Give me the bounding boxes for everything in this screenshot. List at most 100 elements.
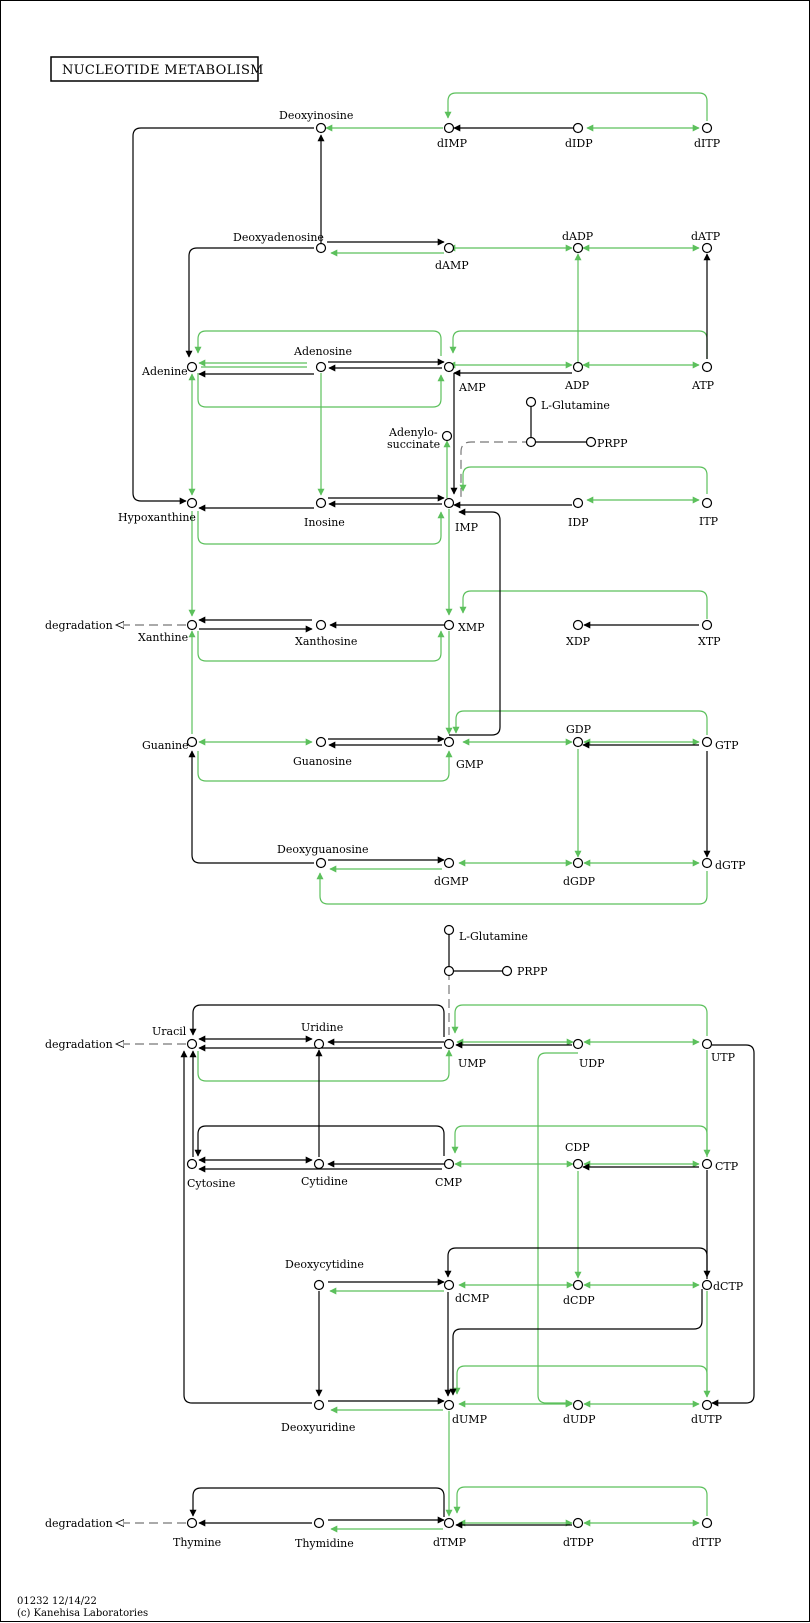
- label-degradation-1[interactable]: degradation: [45, 619, 113, 632]
- compound-xtp[interactable]: [701, 619, 713, 631]
- compound-guanosine[interactable]: [315, 736, 327, 748]
- compound-cytidine[interactable]: [313, 1158, 325, 1170]
- compound-deoxyguanosine[interactable]: [315, 857, 327, 869]
- label-uracil[interactable]: Uracil: [152, 1025, 187, 1038]
- compound-xdp[interactable]: [572, 619, 584, 631]
- label-guanine[interactable]: Guanine: [142, 739, 189, 752]
- compound-dimp[interactable]: [443, 122, 455, 134]
- compound-adp[interactable]: [572, 361, 584, 373]
- compound-dcmp[interactable]: [443, 1279, 455, 1291]
- compound-amp[interactable]: [443, 361, 455, 373]
- compound-inosine[interactable]: [315, 497, 327, 509]
- label-adenylosuccinate-line1[interactable]: Adenylo-: [388, 426, 438, 439]
- compound-prpp-2[interactable]: [501, 965, 513, 977]
- compound-hypoxanthine[interactable]: [186, 497, 198, 509]
- compound-thymidine[interactable]: [313, 1517, 325, 1529]
- label-xdp[interactable]: XDP: [566, 635, 591, 648]
- label-hypoxanthine[interactable]: Hypoxanthine: [118, 511, 196, 524]
- label-cmp[interactable]: CMP: [435, 1176, 463, 1189]
- compound-didp[interactable]: [572, 122, 584, 134]
- compound-dgtp[interactable]: [701, 857, 713, 869]
- compound-dgmp[interactable]: [443, 857, 455, 869]
- compound-thymine[interactable]: [186, 1517, 198, 1529]
- label-adenine[interactable]: Adenine: [141, 365, 188, 378]
- compound-l-glutamine-junction-2[interactable]: [443, 965, 455, 977]
- label-gmp[interactable]: GMP: [456, 758, 484, 771]
- compound-uridine[interactable]: [313, 1038, 325, 1050]
- label-dutp[interactable]: dUTP: [691, 1413, 723, 1426]
- compound-l-glutamine-junction-1[interactable]: [525, 436, 537, 448]
- compound-dcdp[interactable]: [572, 1279, 584, 1291]
- compound-xanthine[interactable]: [186, 619, 198, 631]
- label-adenosine[interactable]: Adenosine: [293, 345, 352, 358]
- label-cytosine[interactable]: Cytosine: [187, 1177, 235, 1190]
- compound-udp[interactable]: [572, 1038, 584, 1050]
- compound-dump[interactable]: [443, 1399, 455, 1411]
- label-dudp[interactable]: dUDP: [563, 1413, 596, 1426]
- compound-datp[interactable]: [701, 242, 713, 254]
- label-dgtp[interactable]: dGTP: [715, 859, 746, 872]
- label-dump[interactable]: dUMP: [452, 1413, 488, 1426]
- label-ditp[interactable]: dITP: [694, 137, 721, 150]
- compound-cdp[interactable]: [572, 1158, 584, 1170]
- label-adp[interactable]: ADP: [564, 379, 590, 392]
- compound-atp[interactable]: [701, 361, 713, 373]
- compound-xmp[interactable]: [443, 619, 455, 631]
- label-adenylosuccinate-line2[interactable]: succinate: [387, 438, 440, 451]
- label-deoxyuridine[interactable]: Deoxyuridine: [281, 1421, 355, 1434]
- compound-cmp[interactable]: [443, 1158, 455, 1170]
- compound-idp[interactable]: [572, 497, 584, 509]
- label-degradation-3[interactable]: degradation: [45, 1517, 113, 1530]
- compound-guanine[interactable]: [186, 736, 198, 748]
- label-ump[interactable]: UMP: [458, 1057, 487, 1070]
- compound-xanthosine[interactable]: [315, 619, 327, 631]
- compound-ctp[interactable]: [701, 1158, 713, 1170]
- label-prpp-1[interactable]: PRPP: [597, 437, 628, 450]
- label-deoxycytidine[interactable]: Deoxycytidine: [285, 1258, 364, 1271]
- label-utp[interactable]: UTP: [711, 1051, 736, 1064]
- compound-adenine[interactable]: [186, 361, 198, 373]
- label-dgmp[interactable]: dGMP: [434, 875, 469, 888]
- compound-dgdp[interactable]: [572, 857, 584, 869]
- map-title[interactable]: NUCLEOTIDE METABOLISM: [50, 56, 264, 82]
- compound-deoxyinosine[interactable]: [315, 122, 327, 134]
- label-thymidine[interactable]: Thymidine: [295, 1537, 354, 1550]
- label-dimp[interactable]: dIMP: [437, 137, 468, 150]
- label-atp[interactable]: ATP: [691, 379, 715, 392]
- compound-dctp[interactable]: [701, 1279, 713, 1291]
- label-idp[interactable]: IDP: [568, 516, 589, 529]
- label-deoxyinosine[interactable]: Deoxyinosine: [279, 109, 353, 122]
- label-itp[interactable]: ITP: [699, 515, 719, 528]
- compound-dtdp[interactable]: [572, 1517, 584, 1529]
- label-dtmp[interactable]: dTMP: [433, 1536, 467, 1549]
- label-cytidine[interactable]: Cytidine: [301, 1175, 348, 1188]
- label-l-glutamine-1[interactable]: L-Glutamine: [541, 399, 610, 412]
- label-ctp[interactable]: CTP: [715, 1160, 739, 1173]
- compound-deoxycytidine[interactable]: [313, 1279, 325, 1291]
- compound-adenosine[interactable]: [315, 361, 327, 373]
- compound-itp[interactable]: [701, 497, 713, 509]
- label-dgdp[interactable]: dGDP: [563, 875, 596, 888]
- label-dcmp[interactable]: dCMP: [455, 1292, 490, 1305]
- compound-dudp[interactable]: [572, 1399, 584, 1411]
- label-xanthine[interactable]: Xanthine: [138, 631, 188, 644]
- compound-gdp[interactable]: [572, 736, 584, 748]
- compound-l-glutamine-2[interactable]: [443, 924, 455, 936]
- label-xmp[interactable]: XMP: [458, 621, 485, 634]
- compound-uracil[interactable]: [186, 1038, 198, 1050]
- label-dctp[interactable]: dCTP: [713, 1280, 744, 1293]
- label-guanosine[interactable]: Guanosine: [293, 755, 352, 768]
- compound-damp[interactable]: [443, 242, 455, 254]
- label-inosine[interactable]: Inosine: [304, 516, 345, 529]
- compound-cytosine[interactable]: [186, 1158, 198, 1170]
- label-thymine[interactable]: Thymine: [173, 1536, 221, 1549]
- compound-prpp-1[interactable]: [585, 436, 597, 448]
- label-gdp[interactable]: GDP: [566, 723, 592, 736]
- label-l-glutamine-2[interactable]: L-Glutamine: [459, 930, 528, 943]
- label-amp[interactable]: AMP: [458, 381, 486, 394]
- compound-ditp[interactable]: [701, 122, 713, 134]
- label-damp[interactable]: dAMP: [435, 259, 469, 272]
- label-prpp-2[interactable]: PRPP: [517, 965, 548, 978]
- label-imp[interactable]: IMP: [455, 521, 479, 534]
- label-cdp[interactable]: CDP: [565, 1141, 590, 1154]
